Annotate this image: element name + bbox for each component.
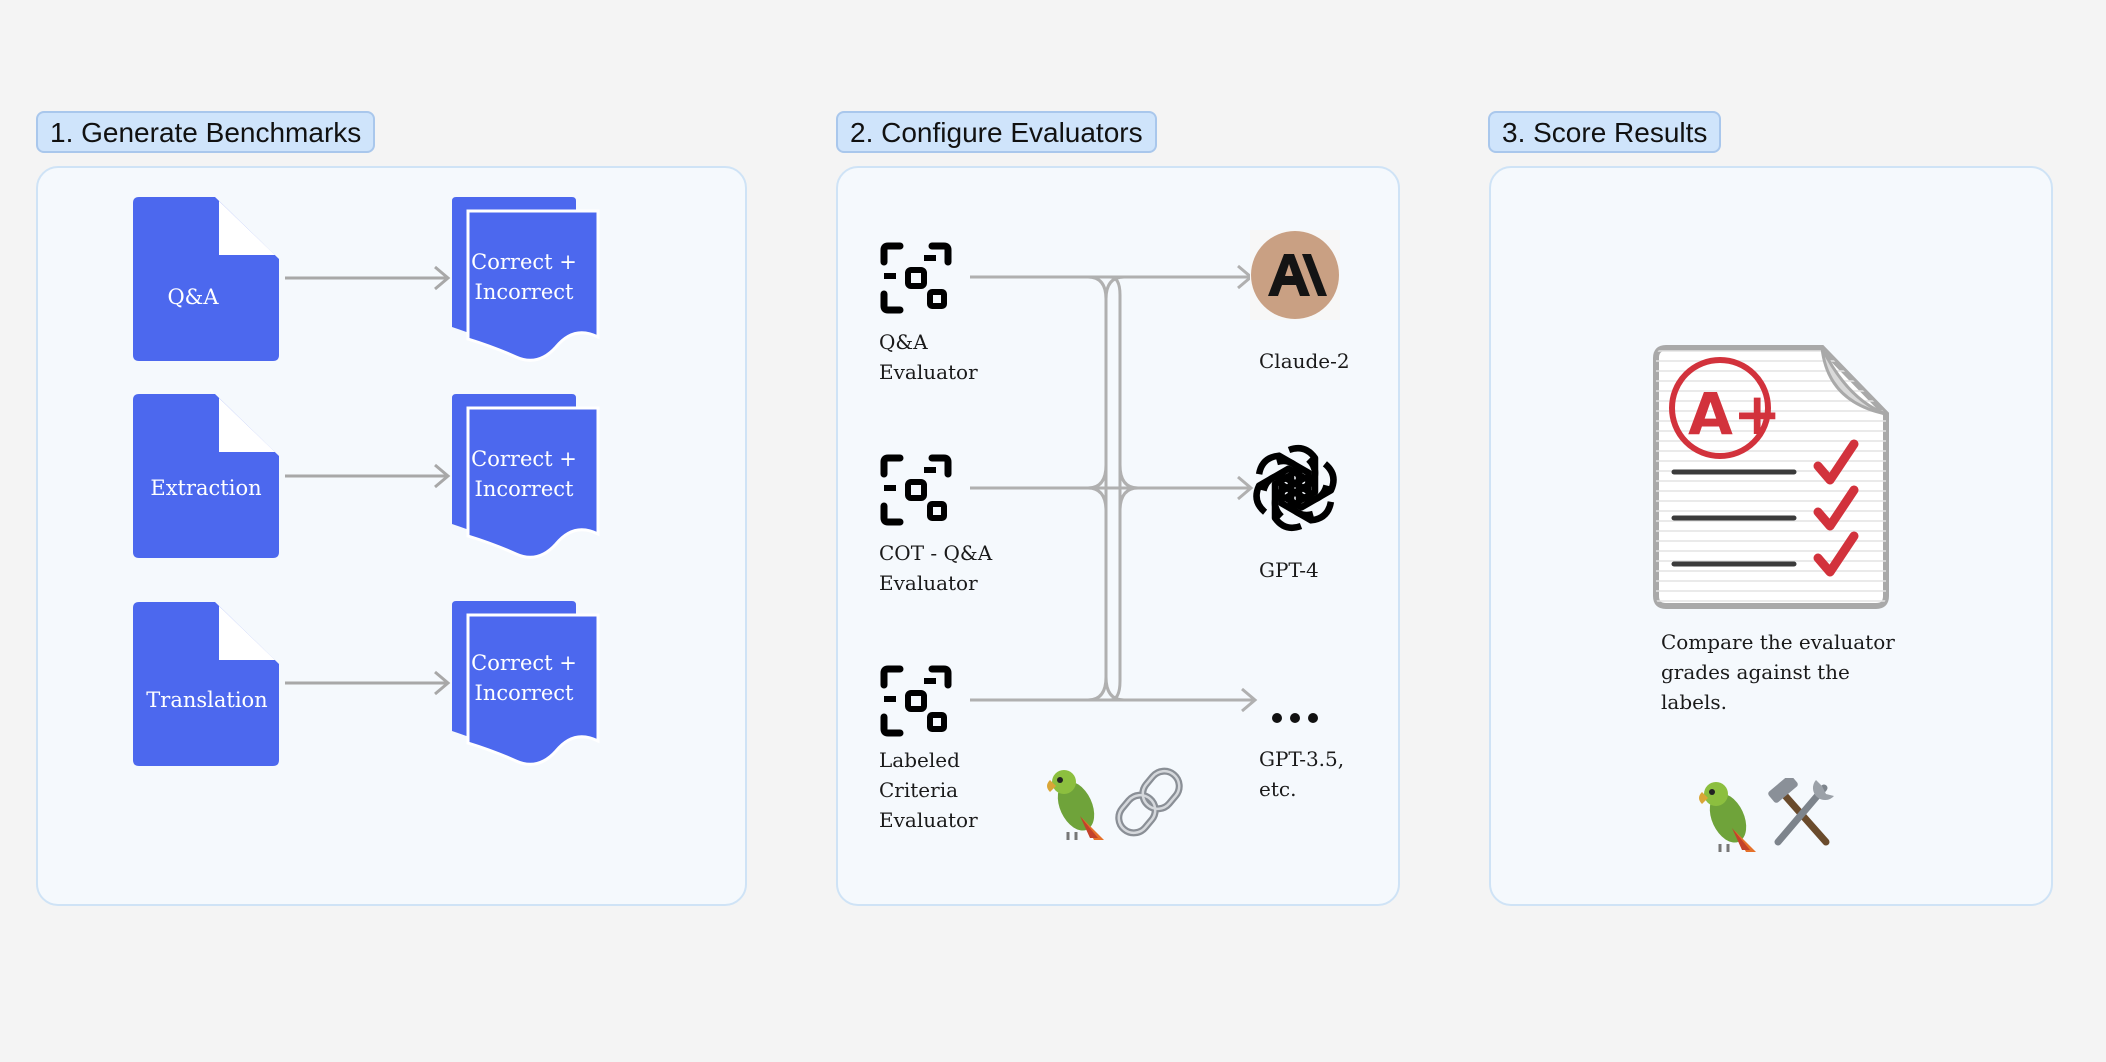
multi-document-icon [452, 601, 600, 766]
evaluator-qr-icon [880, 454, 952, 526]
arrow-right-icon [285, 670, 451, 696]
caption-line: Compare the evaluator [1661, 630, 1895, 654]
graded-paper-icon: A+ [1653, 345, 1889, 609]
benchmark-output-label: Correct + Incorrect [452, 648, 596, 708]
ellipsis-icon [1272, 713, 1318, 723]
evaluator-label: Labeled Criteria Evaluator [879, 745, 978, 835]
model-label: GPT-3.5, etc. [1259, 744, 1344, 804]
evaluator-label-line: Criteria [879, 778, 959, 802]
output-line: Incorrect [474, 477, 574, 501]
parrot-tools-emoji-group [1694, 778, 1836, 854]
arrow-right-icon [285, 265, 451, 291]
evaluator-qr-icon [880, 242, 952, 314]
evaluator-label-line: Q&A [879, 330, 928, 354]
anthropic-logo-icon [1250, 230, 1340, 320]
multi-document-icon [452, 197, 600, 362]
score-caption: Compare the evaluator grades against the… [1661, 627, 1901, 717]
model-label-line: etc. [1259, 777, 1297, 801]
benchmark-output-label: Correct + Incorrect [452, 444, 596, 504]
benchmark-label: Extraction [150, 476, 262, 500]
output-line: Correct + [471, 651, 577, 675]
evaluator-label-line: COT - Q&A [879, 541, 993, 565]
section-title-generate-benchmarks: 1. Generate Benchmarks [36, 111, 376, 153]
model-label-line: GPT-3.5, [1259, 747, 1345, 771]
section-title-score-results: 3. Score Results [1488, 111, 1722, 153]
parrot-chain-emoji-group [1042, 766, 1184, 842]
output-line: Incorrect [474, 681, 574, 705]
benchmark-document-icon [133, 602, 279, 766]
benchmark-label: Q&A [167, 285, 219, 309]
caption-line: grades against the [1661, 660, 1850, 684]
model-label: GPT-4 [1259, 555, 1319, 585]
section-title-configure-evaluators: 2. Configure Evaluators [836, 111, 1157, 153]
caption-line: labels. [1661, 690, 1727, 714]
evaluator-label-line: Evaluator [879, 808, 978, 832]
benchmark-document-icon [133, 394, 279, 558]
evaluator-connector-lines [970, 264, 1258, 713]
evaluator-label: COT - Q&A Evaluator [879, 538, 992, 598]
evaluator-label-line: Evaluator [879, 360, 978, 384]
evaluator-label-line: Labeled [879, 748, 960, 772]
benchmark-document-icon [133, 197, 279, 361]
multi-document-icon [452, 394, 600, 559]
evaluator-qr-icon [880, 665, 952, 737]
model-label-line: GPT-4 [1259, 558, 1319, 582]
evaluator-label-line: Evaluator [879, 571, 978, 595]
arrow-right-icon [285, 463, 451, 489]
output-line: Incorrect [474, 280, 574, 304]
openai-logo-icon [1253, 445, 1337, 531]
grade-text: A+ [1688, 380, 1782, 448]
chain-link-icon [1115, 767, 1183, 837]
evaluator-label: Q&A Evaluator [879, 327, 978, 387]
benchmark-label: Translation [146, 688, 268, 712]
parrot-icon [1047, 770, 1104, 840]
output-line: Correct + [471, 447, 577, 471]
output-line: Correct + [471, 250, 577, 274]
benchmark-output-label: Correct + Incorrect [452, 247, 596, 307]
parrot-icon [1699, 782, 1756, 852]
hammer-wrench-icon [1768, 778, 1834, 846]
model-label-line: Claude-2 [1259, 349, 1350, 373]
model-label: Claude-2 [1259, 346, 1350, 376]
